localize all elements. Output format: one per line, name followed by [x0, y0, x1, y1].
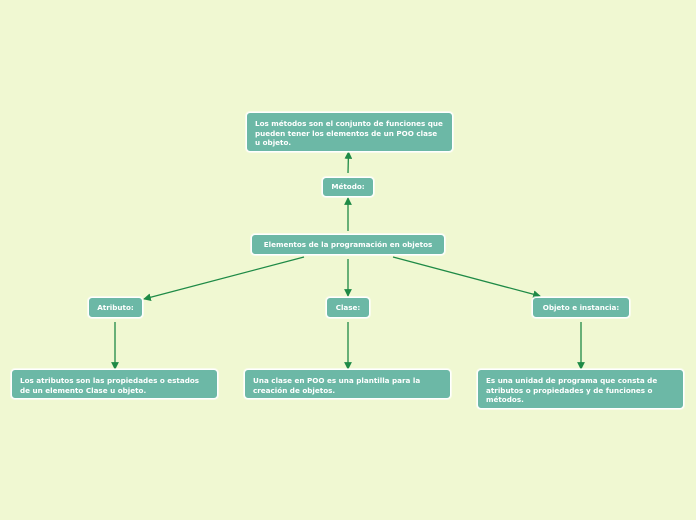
- atributo-node[interactable]: Atributo:: [88, 297, 143, 318]
- atributo-description-text: Los atributos son las propiedades o esta…: [20, 376, 200, 395]
- central-topic-label: Elementos de la programación en objetos: [263, 239, 433, 249]
- objeto-node[interactable]: Objeto e instancia:: [532, 297, 630, 318]
- objeto-description-node[interactable]: Es una unidad de programa que consta de …: [477, 369, 684, 409]
- atributo-label: Atributo:: [97, 302, 134, 312]
- metodo-label: Método:: [331, 182, 365, 192]
- central-topic-node[interactable]: Elementos de la programación en objetos: [251, 234, 445, 255]
- clase-node[interactable]: Clase:: [326, 297, 370, 318]
- edge-metodo-to-description: [344, 151, 353, 174]
- edge-central-to-objeto: [392, 256, 541, 299]
- clase-label: Clase:: [335, 302, 361, 312]
- clase-description-node[interactable]: Una clase en POO es una plantilla para l…: [244, 369, 451, 399]
- metodo-node[interactable]: Método:: [322, 177, 374, 197]
- objeto-description-text: Es una unidad de programa que consta de …: [486, 376, 658, 404]
- metodo-description-node[interactable]: Los métodos son el conjunto de funciones…: [246, 112, 453, 152]
- clase-description-text: Una clase en POO es una plantilla para l…: [253, 376, 421, 395]
- atributo-description-node[interactable]: Los atributos son las propiedades o esta…: [11, 369, 218, 399]
- metodo-description-text: Los métodos son el conjunto de funciones…: [255, 119, 443, 147]
- objeto-label: Objeto e instancia:: [542, 302, 620, 312]
- edge-central-to-atributo: [143, 256, 305, 302]
